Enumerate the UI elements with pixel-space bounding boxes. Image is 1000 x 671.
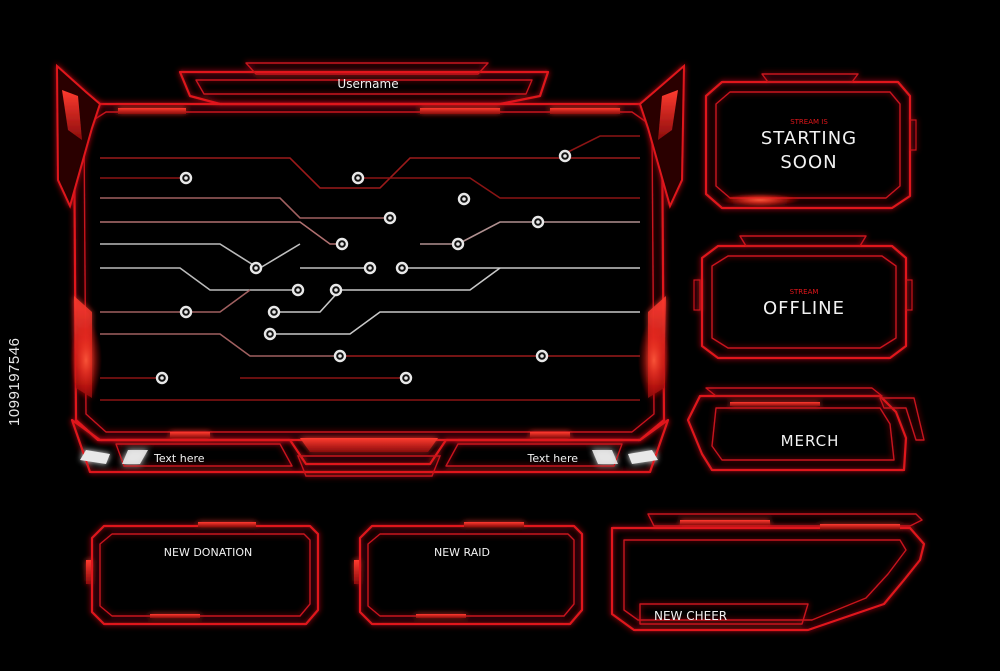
starting-title-line1: STARTING — [761, 128, 857, 149]
circuit-node — [267, 305, 281, 319]
main-webcam-frame: Username — [55, 62, 686, 477]
bottom-bar — [70, 418, 670, 477]
circuit-node — [291, 283, 305, 297]
merch-title: MERCH — [781, 432, 840, 450]
circuit-node — [558, 149, 572, 163]
circuit-nodes — [155, 149, 572, 385]
raid-title: NEW RAID — [434, 546, 490, 559]
username-label: Username — [337, 77, 398, 91]
circuit-node — [335, 237, 349, 251]
offline-panel: STREAM OFFLINE — [693, 235, 913, 360]
donation-title: NEW DONATION — [164, 546, 252, 559]
offline-title: OFFLINE — [763, 298, 845, 319]
circuit-node — [179, 171, 193, 185]
circuit-node — [263, 327, 277, 341]
circuit-node — [363, 261, 377, 275]
starting-soon-panel: STREAM IS STARTING SOON — [704, 73, 917, 210]
circuit-node — [457, 192, 471, 206]
starting-title-line2: SOON — [780, 152, 837, 173]
circuit-node — [179, 305, 193, 319]
circuit-node — [395, 261, 409, 275]
bottom-right-text: Text here — [526, 452, 578, 465]
donation-panel: NEW DONATION — [86, 522, 320, 626]
circuit-node — [531, 215, 545, 229]
circuit-node — [535, 349, 549, 363]
offline-kicker: STREAM — [790, 288, 819, 296]
circuit-node — [451, 237, 465, 251]
bottom-left-text: Text here — [153, 452, 205, 465]
cheer-title: NEW CHEER — [654, 609, 727, 623]
merch-panel: MERCH — [686, 387, 925, 472]
raid-panel: NEW RAID — [354, 522, 584, 626]
circuit-node — [399, 371, 413, 385]
circuit-node — [249, 261, 263, 275]
circuit-node — [383, 211, 397, 225]
starting-kicker: STREAM IS — [790, 118, 828, 126]
circuit-node — [351, 171, 365, 185]
circuit-node — [333, 349, 347, 363]
stock-id-watermark: 1099197546 — [6, 337, 23, 426]
circuit-node — [329, 283, 343, 297]
circuit-node — [155, 371, 169, 385]
cheer-panel: NEW CHEER — [610, 513, 926, 632]
